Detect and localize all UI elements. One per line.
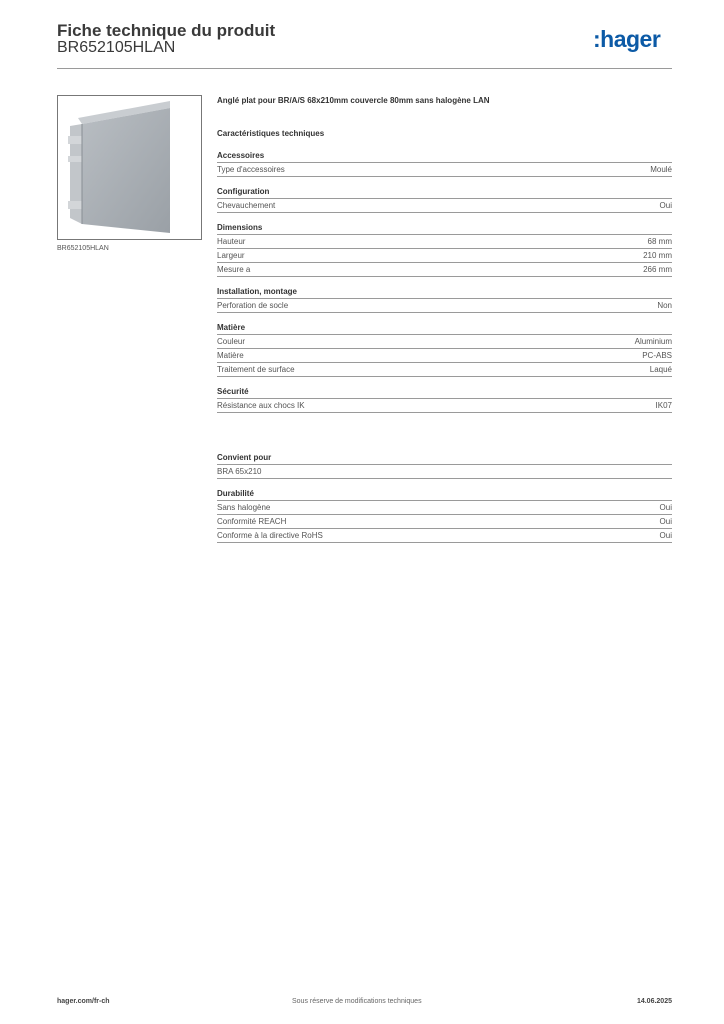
spec-value: 266 mm xyxy=(643,265,672,274)
spec-value: IK07 xyxy=(655,401,672,410)
section-spacer xyxy=(217,423,672,453)
spec-label: Matière xyxy=(217,351,244,360)
spec-label: Largeur xyxy=(217,251,245,260)
spec-label: Résistance aux chocs IK xyxy=(217,401,305,410)
spec-group-title: Sécurité xyxy=(217,387,672,399)
spec-label: Hauteur xyxy=(217,237,246,246)
product-image xyxy=(57,95,202,240)
spec-row: Mesure a 266 mm xyxy=(217,263,672,277)
spec-label: Couleur xyxy=(217,337,246,346)
spec-value: Oui xyxy=(659,531,672,540)
product-code: BR652105HLAN xyxy=(57,39,176,56)
spec-row: Type d'accessoires Moulé xyxy=(217,163,672,177)
spec-group-title: Convient pour xyxy=(217,453,672,465)
cable-trunking-cover-image xyxy=(68,101,170,233)
header-divider xyxy=(57,68,672,69)
technical-characteristics-title: Caractéristiques techniques xyxy=(217,129,325,138)
spec-value: PC-ABS xyxy=(642,351,672,360)
footer-notice: Sous réserve de modifications techniques xyxy=(292,998,422,1005)
spec-group-title: Installation, montage xyxy=(217,287,672,299)
spec-row: Matière PC-ABS xyxy=(217,349,672,363)
spec-value: 68 mm xyxy=(647,237,672,246)
product-description: Anglé plat pour BR/A/S 68x210mm couvercl… xyxy=(217,96,490,105)
spec-value: Non xyxy=(657,301,672,310)
page-title: Fiche technique du produit xyxy=(57,21,276,40)
spec-label: Traitement de surface xyxy=(217,365,295,374)
spec-group-title: Dimensions xyxy=(217,223,672,235)
image-caption: BR652105HLAN xyxy=(57,245,109,252)
spec-row: Traitement de surface Laqué xyxy=(217,363,672,377)
spec-group-title: Durabilité xyxy=(217,489,672,501)
spec-group-title: Matière xyxy=(217,323,672,335)
hager-logo: :hager xyxy=(593,26,661,52)
spec-row: Chevauchement Oui xyxy=(217,199,672,213)
spec-group-title: Configuration xyxy=(217,187,672,199)
spec-row: BRA 65x210 xyxy=(217,465,672,479)
spec-value: Oui xyxy=(659,201,672,210)
spec-label: Chevauchement xyxy=(217,201,276,210)
spec-label: Conformité REACH xyxy=(217,517,287,526)
spec-label: Type d'accessoires xyxy=(217,165,285,174)
spec-row: Conformité REACH Oui xyxy=(217,515,672,529)
spec-label: Conforme à la directive RoHS xyxy=(217,531,323,540)
footer-website: hager.com/fr-ch xyxy=(57,998,110,1005)
spec-label: Mesure a xyxy=(217,265,251,274)
spec-row: Perforation de socle Non xyxy=(217,299,672,313)
spec-value: Moulé xyxy=(650,165,672,174)
spec-label: Sans halogène xyxy=(217,503,271,512)
spec-row: Hauteur 68 mm xyxy=(217,235,672,249)
spec-row: Résistance aux chocs IK IK07 xyxy=(217,399,672,413)
spec-row: Conforme à la directive RoHS Oui xyxy=(217,529,672,543)
spec-value: Aluminium xyxy=(634,337,672,346)
spec-row: Largeur 210 mm xyxy=(217,249,672,263)
spec-value: Oui xyxy=(659,503,672,512)
spec-row: Sans halogène Oui xyxy=(217,501,672,515)
spec-label: Perforation de socle xyxy=(217,301,289,310)
spec-value: Oui xyxy=(659,517,672,526)
spec-value: 210 mm xyxy=(643,251,672,260)
spec-value: Laqué xyxy=(649,365,672,374)
footer-date: 14.06.2025 xyxy=(636,998,672,1005)
spec-label: BRA 65x210 xyxy=(217,467,262,476)
spec-row: Couleur Aluminium xyxy=(217,335,672,349)
product-details: Anglé plat pour BR/A/S 68x210mm couvercl… xyxy=(217,96,672,553)
spec-group-title: Accessoires xyxy=(217,151,672,163)
